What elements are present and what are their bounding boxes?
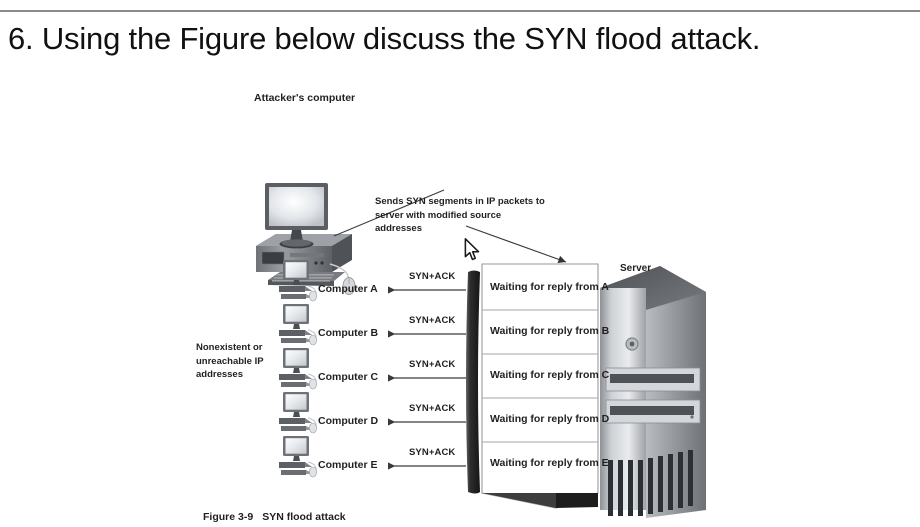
- figure-caption: Figure 3-9 SYN flood attack: [203, 511, 346, 523]
- mouse-pointer-icon: [464, 238, 480, 261]
- nonexistent-ip-note: Nonexistent or unreachable IP addresses: [196, 342, 264, 380]
- question-text: 6. Using the Figure below discuss the SY…: [8, 21, 761, 56]
- figure-artwork: [256, 183, 706, 518]
- victim-computer-icon: [279, 260, 317, 302]
- queue-entry-e: Waiting for reply from E: [490, 457, 609, 469]
- attacker-label: Attacker's computer: [254, 92, 356, 104]
- connection-queue-box: [466, 263, 599, 509]
- queue-entry-d: Waiting for reply from D: [490, 413, 610, 425]
- server-tower-icon: [600, 266, 706, 518]
- syn-ack-label-a: SYN+ACK: [409, 271, 456, 282]
- victim-computer-icon: [279, 304, 317, 346]
- queue-entry-c: Waiting for reply from C: [490, 369, 610, 381]
- victim-computer-icon: [279, 348, 317, 390]
- syn-flood-figure: Attacker's computer Sends SYN segments i…: [0, 78, 920, 527]
- server-label: Server: [620, 263, 652, 274]
- syn-ack-label-e: SYN+ACK: [409, 447, 456, 458]
- queue-entry-b: Waiting for reply from B: [490, 325, 610, 337]
- computer-label-e: Computer E: [318, 459, 378, 471]
- victim-computer-icon: [279, 436, 317, 478]
- figure-caption-text: SYN flood attack: [262, 511, 346, 523]
- computer-label-c: Computer C: [318, 371, 379, 383]
- victim-computer-icon: [279, 392, 317, 434]
- victim-computers-group: [279, 260, 317, 478]
- computer-label-b: Computer B: [318, 327, 379, 339]
- computer-label-a: Computer A: [318, 283, 378, 295]
- syn-ack-arrows: [388, 286, 466, 470]
- syn-ack-label-c: SYN+ACK: [409, 359, 456, 370]
- figure-caption-number: Figure 3-9: [203, 511, 254, 523]
- queue-entry-a: Waiting for reply from A: [490, 281, 609, 293]
- sends-syn-note: Sends SYN segments in IP packets to serv…: [375, 196, 545, 234]
- syn-ack-label-b: SYN+ACK: [409, 315, 456, 326]
- header-divider: [0, 10, 920, 12]
- computer-label-d: Computer D: [318, 415, 379, 427]
- syn-ack-label-d: SYN+ACK: [409, 403, 456, 414]
